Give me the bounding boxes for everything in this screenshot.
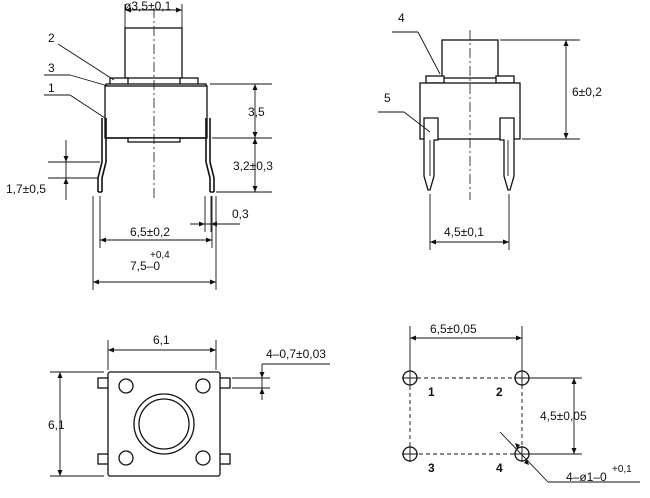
plunger-inner — [138, 398, 190, 450]
callout-4: 4 — [398, 11, 405, 25]
pin-4-label: 4 — [496, 461, 503, 475]
top-view: 6,1 6,1 4–0,7±0,03 — [48, 333, 330, 477]
dim-width-top: 6,1 — [153, 333, 170, 347]
pin-3-label: 3 — [428, 461, 435, 475]
plunger-shoulder-right-side — [495, 75, 515, 84]
dim-lead-spacing: 6,5±0,2 — [130, 225, 170, 239]
callout-3: 3 — [48, 61, 55, 75]
dim-lead-bend: 1,7±0,5 — [6, 182, 46, 196]
dim-hole-tol: +0,1 — [612, 464, 632, 475]
dim-tab: 4–0,7±0,03 — [266, 347, 326, 361]
dim-height-footprint: 4,5±0,05 — [540, 409, 587, 423]
corner-post-3 — [118, 450, 134, 466]
lead-left — [97, 118, 107, 193]
dim-diameter: ø3,5±0,1 — [124, 0, 172, 13]
front-view: ø3,5±0,1 2 3 1 3,5 3,2±0,3 1,7±0,5 0,3 — [6, 0, 273, 290]
side-view: 4 5 6±0,2 4,5±0,1 — [378, 11, 602, 250]
pin-1-label: 1 — [428, 385, 435, 399]
dim-body-height: 3,5 — [248, 105, 265, 119]
dim-width-tol: +0,4 — [150, 250, 170, 261]
lead-right-side — [499, 117, 515, 191]
corner-post-2 — [195, 378, 211, 394]
dim-lead-thickness: 0,3 — [232, 207, 249, 221]
callout-1: 1 — [48, 81, 55, 95]
plunger-side — [441, 39, 499, 79]
dim-height-side: 6±0,2 — [572, 85, 602, 99]
pin-2-label: 2 — [496, 385, 503, 399]
dim-lead-spacing-side: 4,5±0,1 — [444, 225, 484, 239]
body-top — [107, 371, 221, 477]
lead-left-side — [423, 117, 439, 191]
dim-width: 7,5–0 — [130, 259, 160, 273]
lead-right — [205, 118, 215, 193]
dim-height-top: 6,1 — [48, 418, 65, 432]
callout-5: 5 — [384, 91, 391, 105]
dim-hole: 4–ø1–0 — [566, 470, 607, 484]
dim-width-footprint: 6,5±0,05 — [430, 322, 477, 336]
plunger-shoulder-left-side — [425, 75, 445, 84]
corner-post-4 — [195, 450, 211, 466]
footprint-outline — [409, 377, 523, 455]
plunger — [124, 27, 183, 79]
callout-2: 2 — [48, 31, 55, 45]
footprint-view: 1 2 3 4 6,5±0,05 4,5±0,05 +0,1 4–ø1–0 — [402, 322, 640, 484]
dim-lead-height: 3,2±0,3 — [233, 159, 273, 173]
corner-post-1 — [118, 378, 134, 394]
plunger-outer — [133, 393, 195, 455]
switch-body — [104, 85, 208, 139]
